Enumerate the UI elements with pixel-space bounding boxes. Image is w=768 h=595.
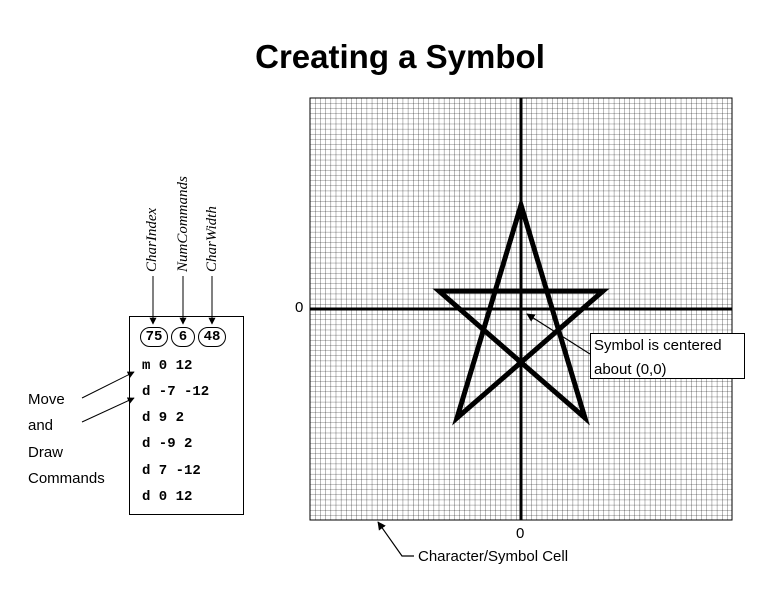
move-draw-label-line: Commands <box>28 470 105 487</box>
move-draw-label-line: and <box>28 417 54 434</box>
y-axis-zero-label: 0 <box>295 299 304 316</box>
move-command-arrow <box>81 371 135 399</box>
command-line: d -7 -12 <box>142 384 210 400</box>
command-line: d 0 12 <box>142 489 193 505</box>
callout-line-1: Symbol is centered <box>594 337 722 354</box>
callout-line-2: about (0,0) <box>594 361 667 378</box>
command-line: m 0 12 <box>142 358 193 374</box>
draw-command-arrow <box>81 397 135 423</box>
star-symbol <box>432 196 610 426</box>
command-line: d 7 -12 <box>142 463 201 479</box>
diagram-title: Creating a Symbol <box>255 38 545 75</box>
centered-callout: Symbol is centered about (0,0) <box>590 333 745 379</box>
character-cell-label: Character/Symbol Cell <box>418 548 569 565</box>
move-draw-label-line: Move <box>28 391 65 408</box>
char-width-value: 48 <box>198 327 226 347</box>
command-line: d -9 2 <box>142 436 193 452</box>
callout-arrow <box>526 313 591 355</box>
move-draw-label-line: Draw <box>28 444 64 461</box>
command-line: d 9 2 <box>142 410 185 426</box>
num-commands-value: 6 <box>171 327 195 347</box>
command-box <box>129 316 244 515</box>
x-axis-zero-label: 0 <box>516 525 525 542</box>
cell-label-arrow <box>377 521 414 557</box>
char-index-value: 75 <box>140 327 168 347</box>
